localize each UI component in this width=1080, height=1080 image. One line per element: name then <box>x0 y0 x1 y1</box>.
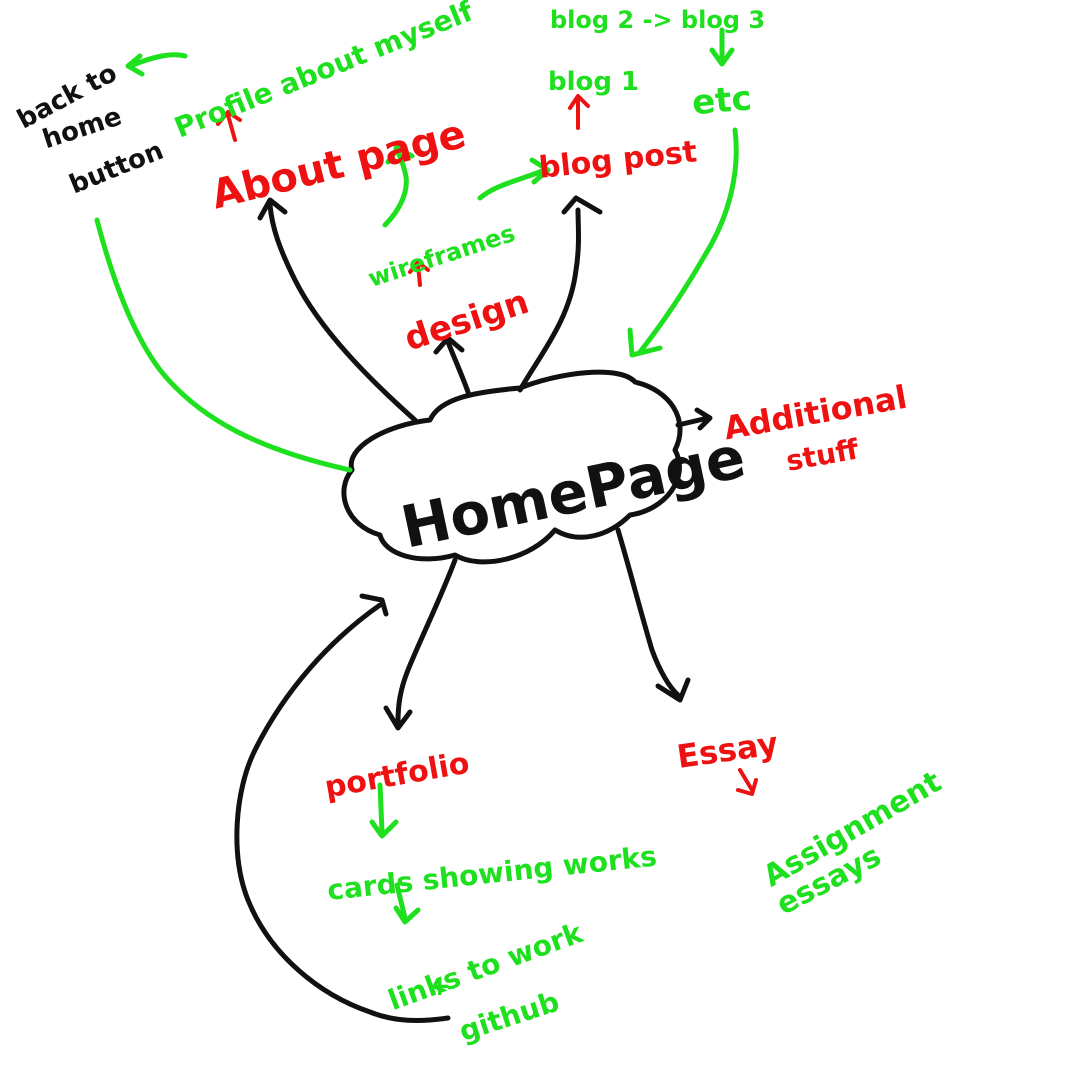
arrowhead-portfolio <box>383 705 413 731</box>
arrow-to-essay <box>615 527 681 698</box>
green-etc-to-home <box>637 127 739 355</box>
node-design: design <box>400 282 534 360</box>
green-wireframes-about-head <box>385 145 415 165</box>
arrowhead-design <box>433 335 465 355</box>
arrow-to-portfolio <box>395 557 458 725</box>
arrowhead-essay <box>655 677 691 703</box>
loop-github-to-home <box>234 602 451 1023</box>
arrow-to-additional <box>675 415 711 428</box>
node-wireframes: wireframes <box>365 219 519 293</box>
node-about-page: About page <box>207 111 470 219</box>
arrowhead-blog-post <box>561 195 603 215</box>
homepage-label: HomePage <box>395 423 751 562</box>
green-profile-back-arrow <box>127 52 188 69</box>
node-portfolio: portfolio <box>322 746 472 806</box>
green-wireframes-blog-head <box>529 157 551 185</box>
node-cards: cards showing works <box>326 840 659 907</box>
node-back-home-3: button <box>65 136 167 201</box>
red-blog-post-blog1-head <box>568 94 590 110</box>
green-portfolio-to-cards <box>377 782 385 835</box>
green-etc-arrowhead <box>627 327 663 358</box>
red-essay-assignment-head <box>736 778 758 796</box>
node-blog-post: blog post <box>537 134 698 185</box>
green-back-home-to-home <box>94 217 353 473</box>
homepage-cloud <box>341 369 683 565</box>
green-wireframes-to-blog <box>477 167 548 201</box>
green-profile-back-head <box>125 53 145 77</box>
node-additional-2: stuff <box>784 433 862 478</box>
arrow-to-design <box>445 339 471 395</box>
arrowhead-loop <box>359 593 389 617</box>
green-wireframes-to-about <box>382 145 409 228</box>
red-design-wireframes-head <box>408 260 430 274</box>
red-about-to-profile <box>226 113 237 142</box>
node-blog-1: blog 1 <box>548 67 639 97</box>
green-cards-links-head <box>393 905 421 925</box>
node-additional-1: Additional <box>721 378 910 448</box>
node-links-2: github <box>455 985 563 1048</box>
node-etc: etc <box>690 78 753 123</box>
red-design-to-wireframes <box>416 263 422 287</box>
arrowhead-about <box>257 197 288 221</box>
node-essay: Essay <box>675 724 781 776</box>
node-blog-chain: blog 2 -> blog 3 <box>550 6 765 34</box>
green-blog-3-etc-head <box>709 47 735 67</box>
green-cards-to-links <box>394 882 408 921</box>
green-portfolio-cards-head <box>369 819 399 839</box>
arrow-to-blog-post <box>517 207 581 393</box>
node-links-plus: + <box>428 969 451 1002</box>
arrow-to-about <box>267 202 418 423</box>
red-about-profile-head <box>216 110 242 126</box>
arrowhead-additional <box>694 407 713 431</box>
red-essay-to-assignment <box>738 768 754 792</box>
